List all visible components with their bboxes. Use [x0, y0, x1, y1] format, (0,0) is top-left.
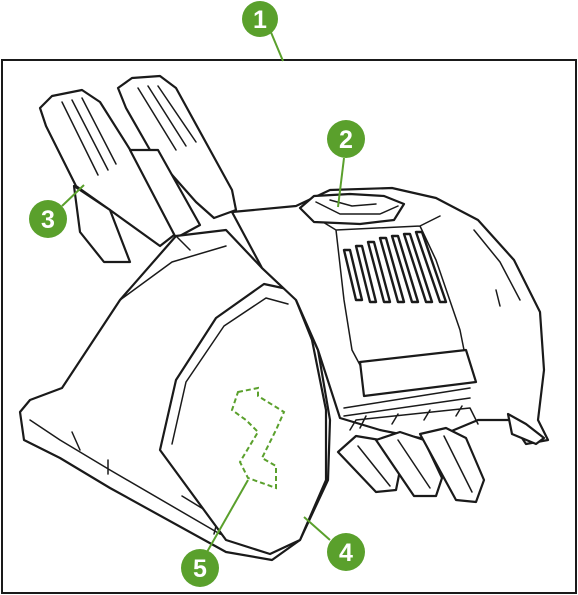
callout-4: 4 [304, 517, 365, 571]
callout-3-label: 3 [41, 206, 55, 234]
callout-1-leader [270, 30, 283, 61]
device-illustration [20, 76, 548, 560]
callout-5-label: 5 [193, 555, 207, 583]
callout-4-label: 4 [339, 539, 353, 567]
callout-3: 3 [29, 185, 84, 238]
callout-4-leader [304, 517, 330, 540]
callout-1-label: 1 [253, 6, 267, 34]
callout-2-label: 2 [339, 126, 353, 154]
callout-1: 1 [242, 1, 283, 61]
